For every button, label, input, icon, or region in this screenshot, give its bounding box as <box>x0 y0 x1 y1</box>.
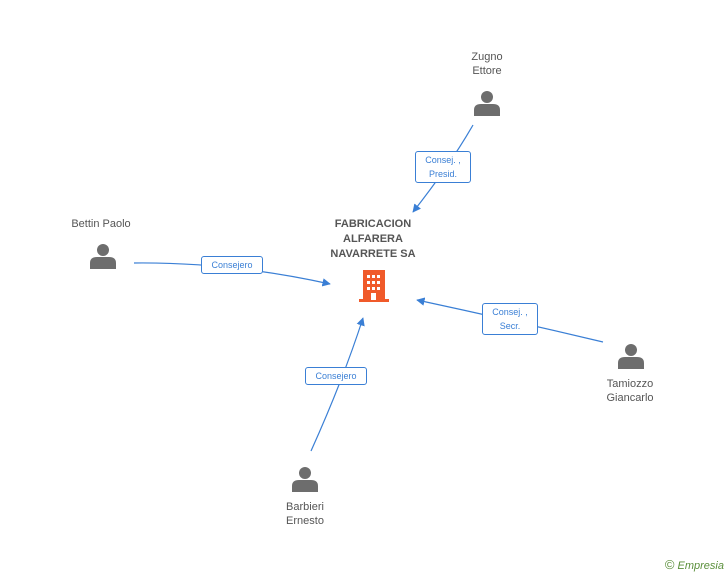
brand-logo[interactable]: © Empresia <box>665 557 724 572</box>
building-icon[interactable] <box>359 270 389 302</box>
company-name-line1: FABRICACION <box>334 218 412 230</box>
person-name-line1: Barbieri <box>286 501 324 513</box>
company-name-line2: ALFARERA <box>343 233 403 245</box>
person-name-line1: Zugno <box>471 51 503 63</box>
brand-name: Empresia <box>677 560 724 572</box>
person-icon[interactable] <box>618 344 644 369</box>
person-icon[interactable] <box>292 467 318 492</box>
person-icon[interactable] <box>90 244 116 269</box>
relation-line1: Consejero <box>315 371 357 381</box>
copyright-symbol: © <box>664 557 675 572</box>
person-name-line1: Tamiozzo <box>606 378 654 390</box>
relation-label-bettin: Consejero <box>201 256 263 274</box>
relation-label-zugno: Consej. , Presid. <box>415 151 471 183</box>
company-name[interactable]: FABRICACION ALFARERA NAVARRETE SA <box>318 217 428 262</box>
relation-line2: Presid. <box>428 169 457 179</box>
relation-line1: Consej. , <box>425 155 461 165</box>
relation-label-tamiozzo: Consej. , Secr. <box>482 303 538 335</box>
person-name-line1: Bettin Paolo <box>71 218 131 230</box>
person-icon[interactable] <box>474 91 500 116</box>
person-name-line2: Giancarlo <box>606 392 654 404</box>
person-name-line2: Ettore <box>472 65 502 77</box>
relation-label-barbieri: Consejero <box>305 367 367 385</box>
person-name-zugno[interactable]: Zugno Ettore <box>450 50 524 78</box>
person-name-line2: Ernesto <box>286 515 324 527</box>
relation-line2: Secr. <box>499 321 521 331</box>
relation-line1: Consejero <box>211 260 253 270</box>
person-name-bettin[interactable]: Bettin Paolo <box>55 217 147 231</box>
relation-line1: Consej. , <box>492 307 528 317</box>
person-name-tamiozzo[interactable]: Tamiozzo Giancarlo <box>590 377 670 405</box>
company-name-line3: NAVARRETE SA <box>330 248 416 260</box>
person-name-barbieri[interactable]: Barbieri Ernesto <box>268 500 342 528</box>
